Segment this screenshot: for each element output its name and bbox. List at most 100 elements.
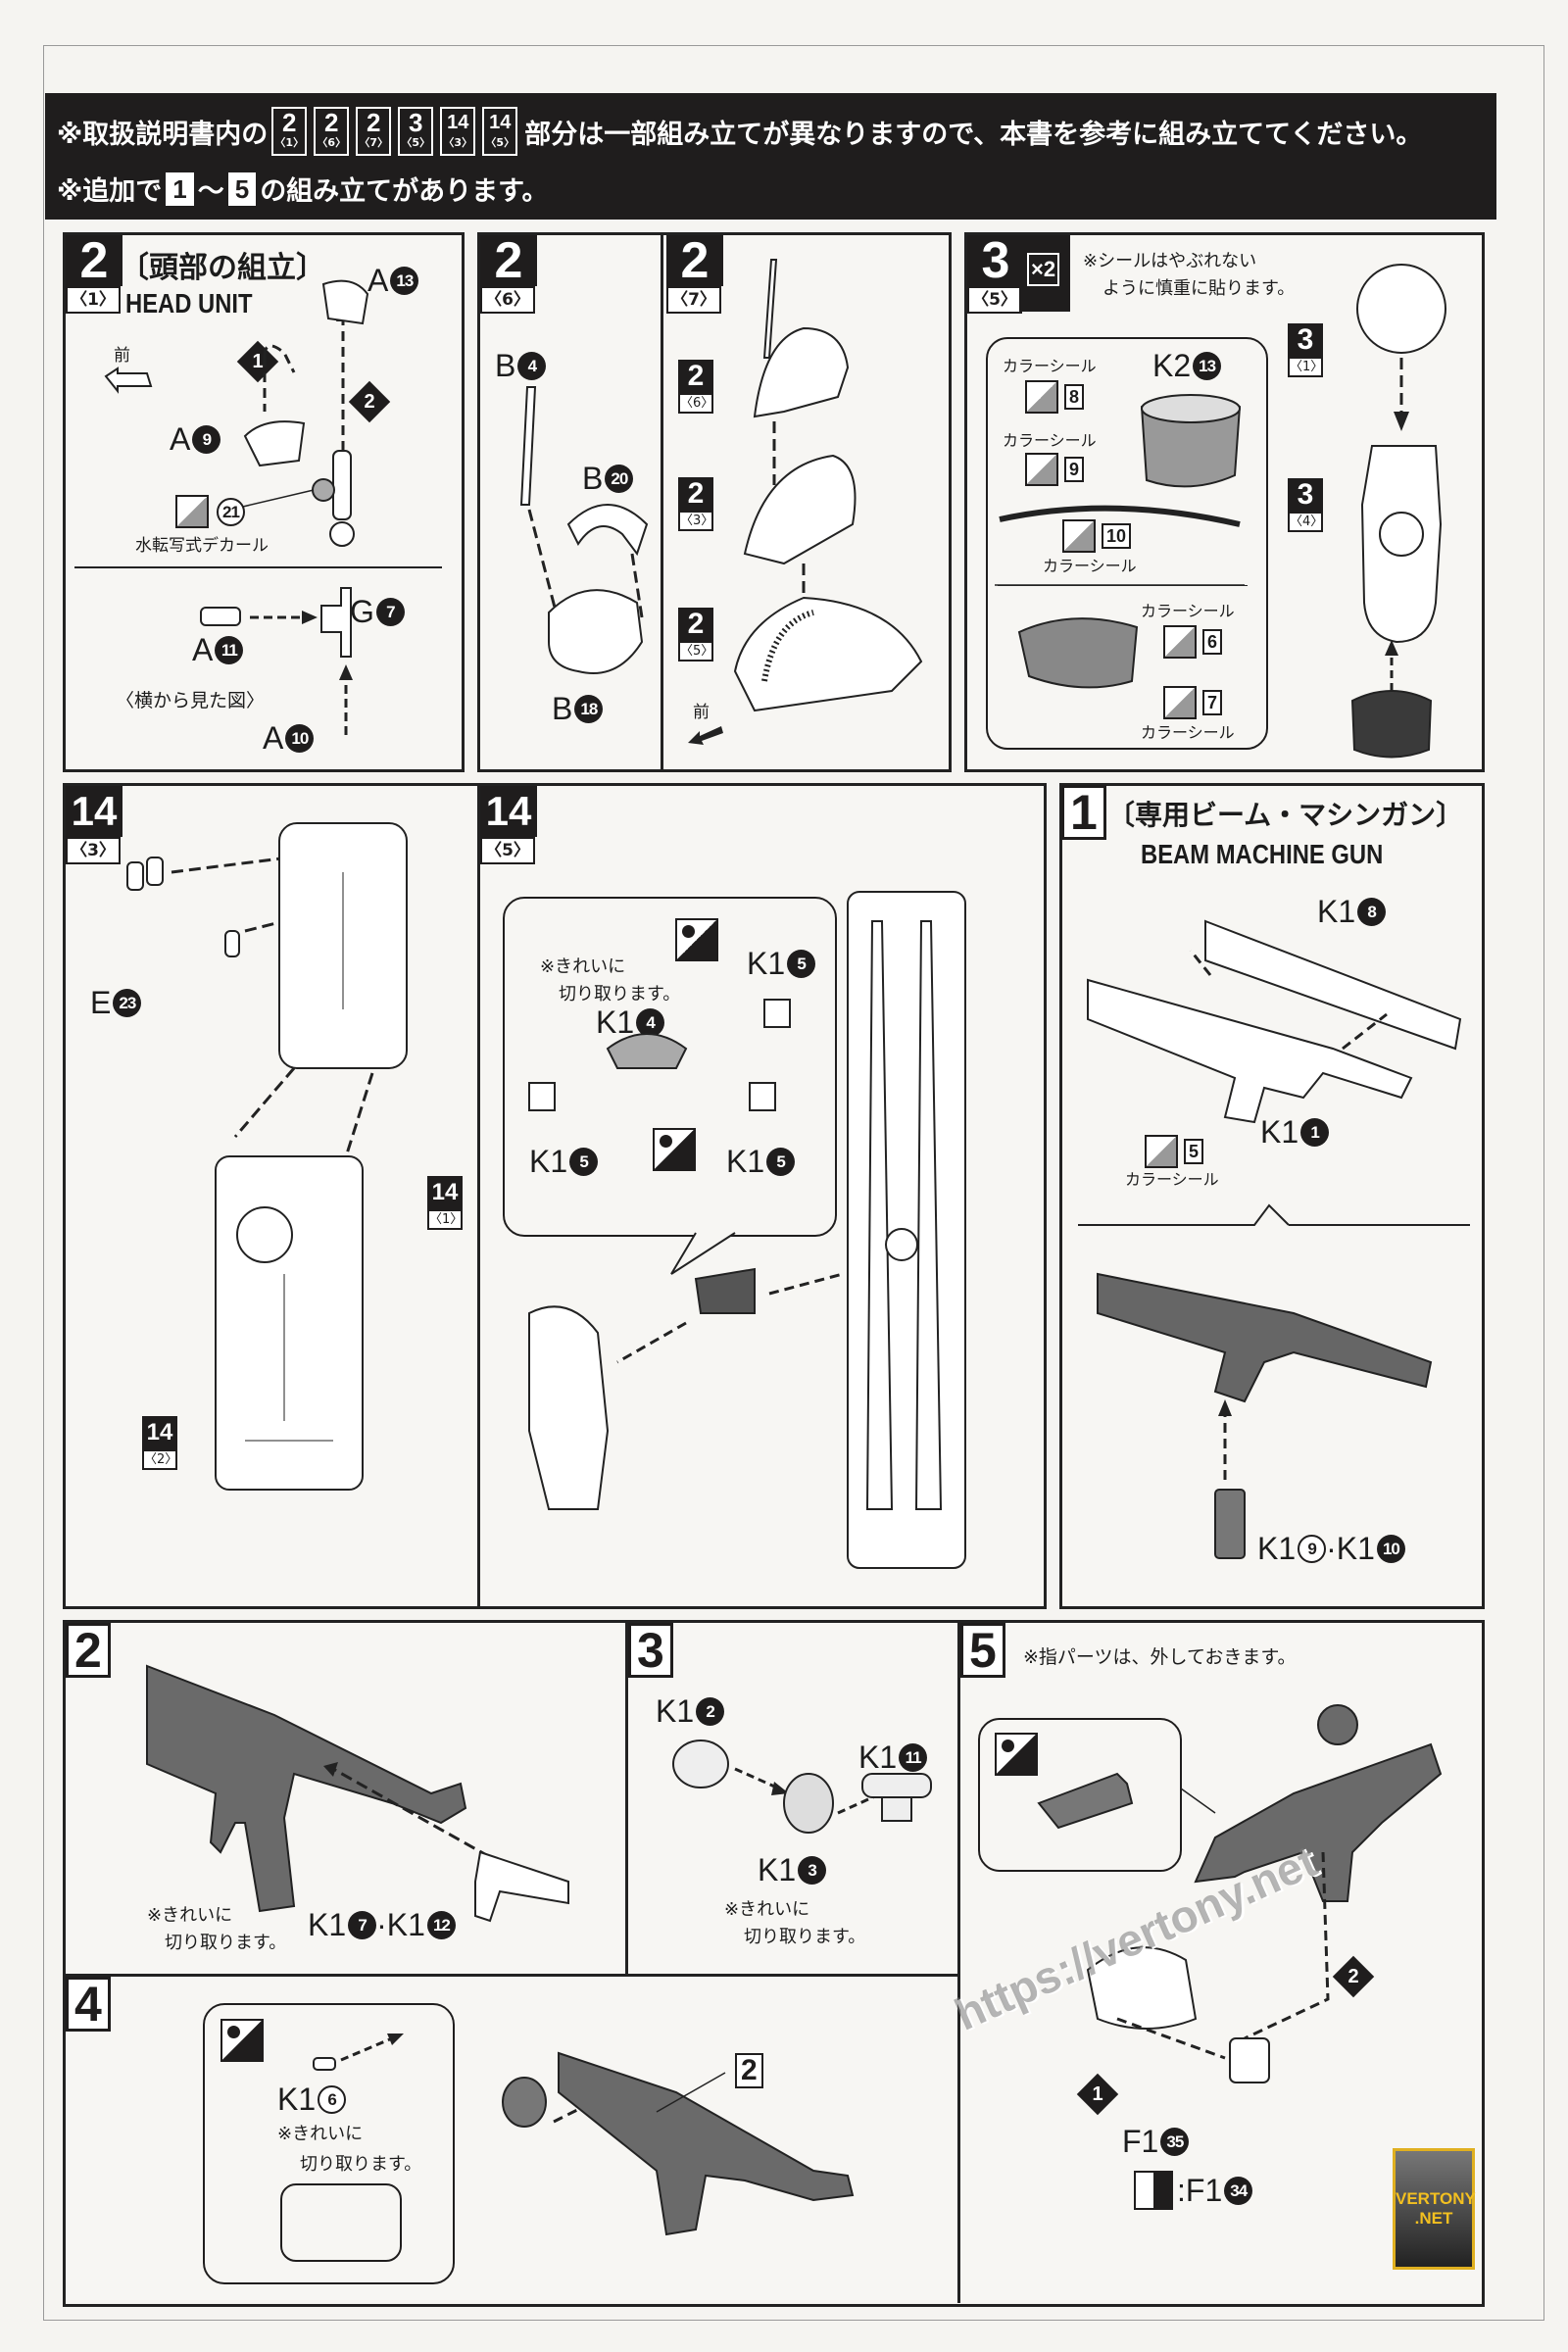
sticker-label: カラーシール <box>1043 557 1137 575</box>
step-ref: 2〈7〉 <box>356 107 392 156</box>
section-title-en: BEAM MACHINE GUN <box>1141 839 1384 869</box>
step-number: 2 <box>66 1623 111 1678</box>
sticker-item: 10 <box>1062 519 1132 553</box>
divider <box>661 232 663 769</box>
notice-text: 部分は一部組み立てが異なりますので、本書を参考に組み立ててください。 <box>524 119 1423 150</box>
front-arrow-icon <box>688 726 723 745</box>
beam-machine-gun-illustration <box>1078 919 1470 1559</box>
notice-text: の組み立てがあります。 <box>260 176 549 207</box>
shoulder-part-illustration <box>995 394 1245 689</box>
divider <box>63 1974 959 1977</box>
step-sub-number: 〈5〉 <box>967 286 1022 314</box>
sticker-label: カラーシール <box>1141 723 1235 742</box>
step-ref: 2〈1〉 <box>271 107 308 156</box>
vertony-logo: VERTONY.NET <box>1393 2148 1476 2270</box>
head-assembly-stack-illustration <box>733 259 923 712</box>
step-number: 2 <box>480 235 537 286</box>
step-number: 2 <box>66 235 122 286</box>
section-title: 〔専用ビーム・マシンガン〕 <box>1107 799 1464 831</box>
step-number: 3 <box>628 1623 673 1678</box>
sticker-item: 6 <box>1163 625 1223 659</box>
front-arrow-icon <box>104 367 153 394</box>
notice-line-1: ※取扱説明書内の 2〈1〉 2〈6〉 2〈7〉 3〈5〉 14〈3〉 14〈5〉… <box>57 107 1422 156</box>
divider <box>625 1620 628 1976</box>
step-ref: 2〈6〉 <box>314 107 350 156</box>
step-number: 2 <box>666 235 723 286</box>
nipper-cut-icon <box>220 2019 264 2062</box>
decal-label: 水転写式デカール <box>135 536 269 556</box>
sticker-item: 9 <box>1025 453 1085 486</box>
note: 切り取ります。 <box>744 1927 866 1947</box>
section-title-en: HEAD UNIT <box>125 288 253 318</box>
notice-text: ※取扱説明書内の <box>57 119 269 150</box>
sticker-item: 8 <box>1025 380 1085 414</box>
note: ※シールはやぶれない <box>1083 251 1257 271</box>
sticker-icon <box>1062 519 1096 553</box>
step-ref: 14〈1〉 <box>427 1176 463 1230</box>
sticker-label: カラーシール <box>1125 1170 1219 1189</box>
order-marker-icon: 2 <box>1332 1955 1375 1998</box>
step-ref: 2〈5〉 <box>678 608 713 662</box>
sticker-icon <box>1145 1135 1178 1168</box>
note: 切り取ります。 <box>559 984 681 1004</box>
note: ※きれいに <box>724 1899 810 1920</box>
sticker-icon <box>1163 686 1197 719</box>
note: 切り取ります。 <box>165 1933 287 1953</box>
sticker-icon <box>1163 625 1197 659</box>
step-ref: 3〈4〉 <box>1288 478 1323 532</box>
note: 切り取ります。 <box>300 2154 422 2175</box>
arm-assembly-illustration <box>1350 264 1446 759</box>
divider <box>998 585 1248 586</box>
step-ref: 5 <box>227 172 257 206</box>
sticker-label: カラーシール <box>1141 602 1235 620</box>
panel-head-unit <box>63 232 465 772</box>
left-right-swap-icon <box>1134 2171 1173 2210</box>
step-ref: 3〈5〉 <box>398 107 434 156</box>
nipper-cut-icon <box>995 1733 1038 1776</box>
nipper-cut-icon <box>653 1128 696 1171</box>
step-ref: 2〈6〉 <box>678 360 713 414</box>
multiplier-text: ×2 <box>1027 253 1060 286</box>
step-ref: 14〈3〉 <box>440 107 476 156</box>
step-ref: 2 <box>735 2053 763 2088</box>
side-view-caption: 〈横から見た図〉 <box>116 690 266 711</box>
note: ※きれいに <box>277 2124 364 2144</box>
note: ように慎重に貼ります。 <box>1102 278 1296 299</box>
step-number: 14 <box>66 786 122 837</box>
step-sub-number: 〈6〉 <box>480 286 535 314</box>
step-sub-number: 〈3〉 <box>66 837 121 864</box>
order-marker-icon: 1 <box>1076 2073 1119 2116</box>
divider <box>957 1620 960 2303</box>
sticker-item: 5 <box>1145 1135 1204 1168</box>
page-border <box>43 45 1544 2321</box>
front-label: 前 <box>114 346 130 366</box>
step-ref: 3〈1〉 <box>1288 323 1323 377</box>
gun-illustration <box>146 1664 569 1923</box>
step-ref: 1 <box>166 172 194 206</box>
step-ref: 2〈3〉 <box>678 477 713 531</box>
sticker-label: カラーシール <box>1003 357 1097 375</box>
small-part-illustration <box>313 2034 404 2071</box>
scope-parts-illustration <box>672 1740 932 1834</box>
hand-gun-assembly-illustration <box>1037 1704 1443 2083</box>
shield-handle-illustration <box>528 891 966 1569</box>
